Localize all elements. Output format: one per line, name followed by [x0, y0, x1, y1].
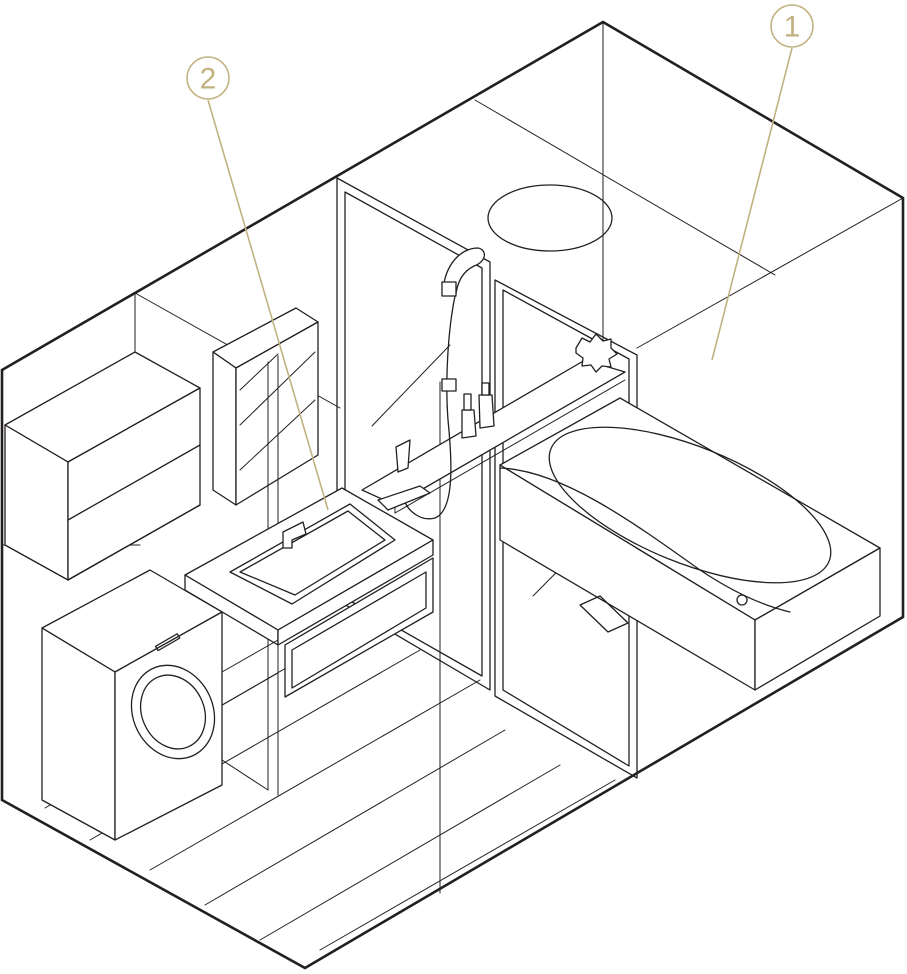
callout-1-leader	[711, 47, 793, 361]
callout-1: 1	[711, 4, 814, 361]
bottle-2	[478, 394, 495, 429]
bottle-1	[461, 409, 477, 439]
bath-faucet	[377, 485, 431, 511]
bathtub	[499, 397, 881, 691]
mirror-cabinet	[212, 307, 319, 796]
vanity-unit	[184, 487, 434, 701]
shower-holder-top	[441, 281, 457, 297]
callout-2: 2	[186, 56, 329, 511]
callout-1-circle	[770, 4, 814, 48]
sink-faucet	[282, 521, 307, 549]
washing-machine	[41, 569, 279, 841]
callout-1-label: 1	[784, 11, 801, 44]
wall-shelf	[4, 292, 341, 581]
shower-hose	[404, 295, 456, 520]
callout-2-circle	[186, 56, 230, 100]
bath-sponge	[575, 333, 618, 373]
callout-2-label: 2	[200, 63, 217, 96]
shower-holder-bottom	[441, 378, 457, 392]
ceiling-light	[487, 184, 613, 252]
callout-2-leader	[207, 99, 329, 511]
sink-basin	[229, 503, 396, 605]
shower-fixtures	[377, 247, 618, 520]
